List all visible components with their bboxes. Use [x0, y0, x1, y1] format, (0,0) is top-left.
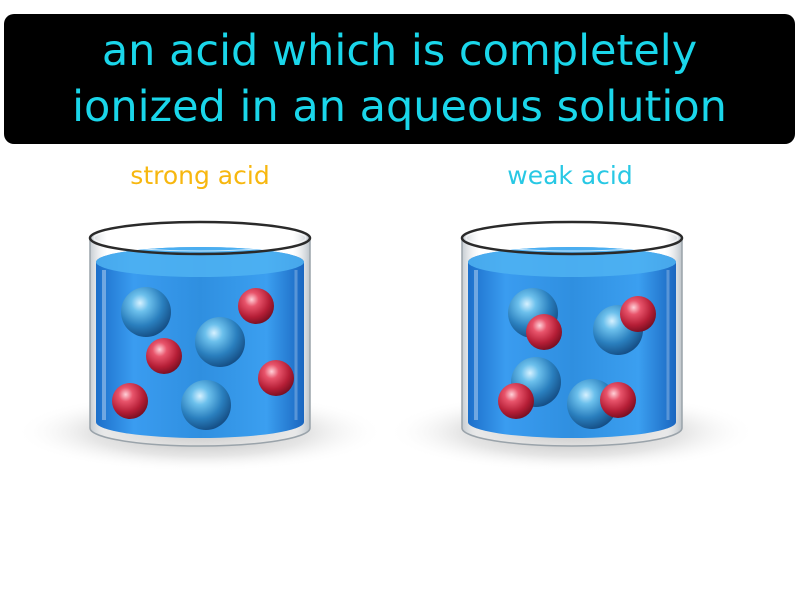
acid-molecule — [567, 379, 636, 429]
anion-particle — [121, 287, 171, 337]
definition-line-2: ionized in an aqueous solution — [72, 82, 727, 132]
acid-molecule — [593, 296, 656, 355]
strong-solution-surface — [96, 247, 304, 277]
weak-solution-surface — [468, 247, 676, 277]
strong-acid-beaker — [15, 220, 385, 472]
hydrogen-ion — [258, 360, 294, 396]
acid-molecule — [498, 357, 561, 419]
strong-beaker-rim — [88, 220, 312, 256]
definition-banner: an acid which is completely ionized in a… — [4, 14, 795, 144]
definition-line-1: an acid which is completely — [101, 26, 698, 76]
weak-acid-beaker — [387, 220, 757, 472]
hydrogen-ion — [498, 383, 534, 419]
strong-acid-label: strong acid — [130, 161, 270, 190]
hydrogen-ion — [526, 314, 562, 350]
hydrogen-ion — [600, 382, 636, 418]
hydrogen-ion — [238, 288, 274, 324]
weak-acid-label: weak acid — [507, 161, 633, 190]
weak-beaker-rim — [460, 220, 684, 256]
hydrogen-ion — [146, 338, 182, 374]
hydrogen-ion — [112, 383, 148, 419]
hydrogen-ion — [620, 296, 656, 332]
anion-particle — [195, 317, 245, 367]
acid-molecule — [508, 288, 562, 350]
anion-particle — [181, 380, 231, 430]
